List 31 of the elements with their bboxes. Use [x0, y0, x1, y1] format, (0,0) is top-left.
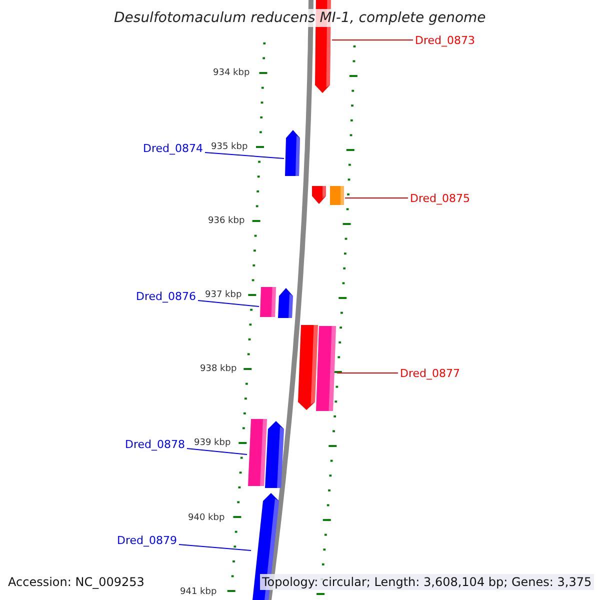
genome-stats-text: Topology: circular; Length: 3,608,104 bp; Genes: 3,375	[260, 574, 594, 590]
scale-label: 941 kbp	[180, 588, 217, 596]
gene-bar	[260, 287, 276, 317]
gene-block	[298, 325, 318, 410]
scale-label: 934 kbp	[213, 68, 250, 78]
gene-label: Dred_0879	[117, 534, 177, 546]
leader-line	[204, 152, 284, 159]
leader-line	[198, 300, 260, 307]
scale-label: 939 kbp	[194, 438, 231, 448]
leader-line	[178, 544, 252, 551]
scale-label: 935 kbp	[211, 142, 248, 152]
accession-text: Accession: NC_009253	[8, 576, 144, 588]
gene-block	[265, 421, 284, 488]
scale-label: 937 kbp	[205, 290, 242, 300]
gene-block	[285, 130, 300, 176]
gene-bar	[330, 186, 344, 205]
gene-label: Dred_0878	[125, 438, 185, 450]
gene-bar	[248, 419, 267, 486]
leader-line	[336, 372, 398, 374]
gene-label: Dred_0877	[400, 368, 460, 378]
scale-label: 940 kbp	[188, 514, 225, 522]
gene-block	[278, 288, 293, 318]
scale-label: 936 kbp	[208, 216, 245, 226]
gene-block	[312, 186, 326, 204]
gene-label: Dred_0873	[415, 34, 475, 46]
scale-label: 938 kbp	[200, 364, 237, 374]
leader-line	[186, 448, 248, 455]
gene-label: Dred_0876	[136, 290, 196, 302]
gene-label: Dred_0875	[410, 192, 470, 204]
gene-label: Dred_0874	[143, 142, 203, 154]
gene-bar	[316, 326, 336, 411]
